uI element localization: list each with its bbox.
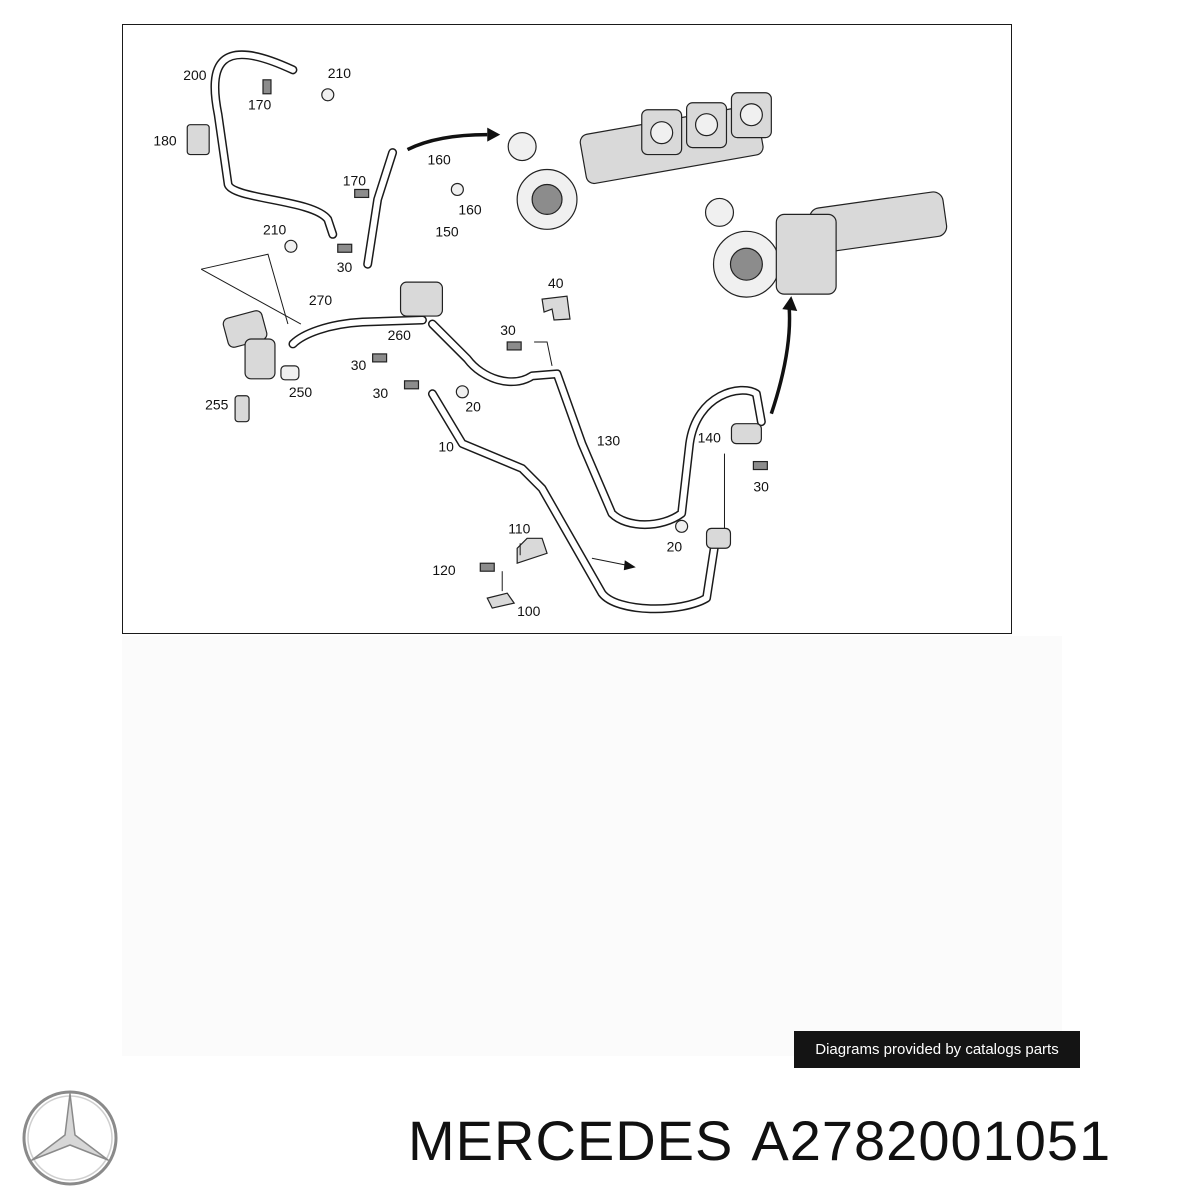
mercedes-star-icon (22, 1090, 118, 1186)
brand-name: MERCEDES (408, 1109, 734, 1172)
part-title: MERCEDES A2782001051 (408, 1106, 1188, 1176)
callout-150: 150 (435, 223, 459, 239)
parts-diagram: 200 210 170 180 160 170 160 210 150 30 2… (122, 24, 1012, 634)
connector-140 (730, 423, 762, 445)
callout-120: 120 (432, 562, 456, 578)
callout-20: 20 (465, 399, 481, 415)
pipe-10 (427, 389, 721, 614)
pipe-150 (363, 148, 398, 269)
callout-260: 260 (388, 327, 412, 343)
pipe-270 (288, 315, 427, 349)
callout-255: 255 (205, 397, 229, 413)
callout-160: 160 (427, 152, 451, 168)
callout-180: 180 (153, 133, 177, 149)
callout-160: 160 (458, 201, 482, 217)
part-250-valve (222, 310, 300, 381)
callout-30: 30 (500, 322, 516, 338)
flow-arrows (406, 127, 798, 571)
bolts (262, 79, 768, 572)
pipe-130 (427, 319, 766, 529)
callout-250: 250 (289, 384, 313, 400)
connector-20 (705, 527, 732, 549)
part-110-bracket (516, 537, 548, 565)
part-number: A2782001051 (751, 1109, 1112, 1172)
callout-110: 110 (508, 520, 530, 536)
callout-30: 30 (753, 478, 769, 494)
part-180-bushing (186, 124, 210, 156)
callout-30: 30 (337, 259, 353, 275)
part-255-sensor (234, 395, 250, 423)
callout-270: 270 (309, 292, 333, 308)
leader-lines (200, 253, 725, 592)
callout-20: 20 (667, 538, 683, 554)
callout-10: 10 (438, 439, 454, 455)
callout-140: 140 (698, 430, 722, 446)
part-100-clamp (486, 592, 516, 609)
callout-100: 100 (517, 603, 541, 619)
callout-170: 170 (343, 172, 367, 188)
turbocharger-lower (704, 191, 948, 298)
callout-210: 210 (263, 221, 287, 237)
part-40-clip (541, 295, 571, 321)
callout-200: 200 (183, 67, 207, 83)
callout-170: 170 (248, 97, 272, 113)
callout-30: 30 (373, 385, 389, 401)
credit-badge: Diagrams provided by catalogs parts (794, 1031, 1080, 1068)
callout-labels: 200 210 170 180 160 170 160 210 150 30 2… (153, 65, 769, 619)
callout-30: 30 (351, 357, 367, 373)
flange-260 (399, 281, 444, 317)
callout-210: 210 (328, 65, 352, 81)
parts-diagram-drawing: 200 210 170 180 160 170 160 210 150 30 2… (153, 50, 948, 619)
turbocharger-upper (507, 92, 772, 230)
callout-130: 130 (597, 433, 621, 449)
pipe-200 (210, 50, 338, 239)
callout-40: 40 (548, 275, 564, 291)
watermark-area (122, 636, 1062, 1056)
